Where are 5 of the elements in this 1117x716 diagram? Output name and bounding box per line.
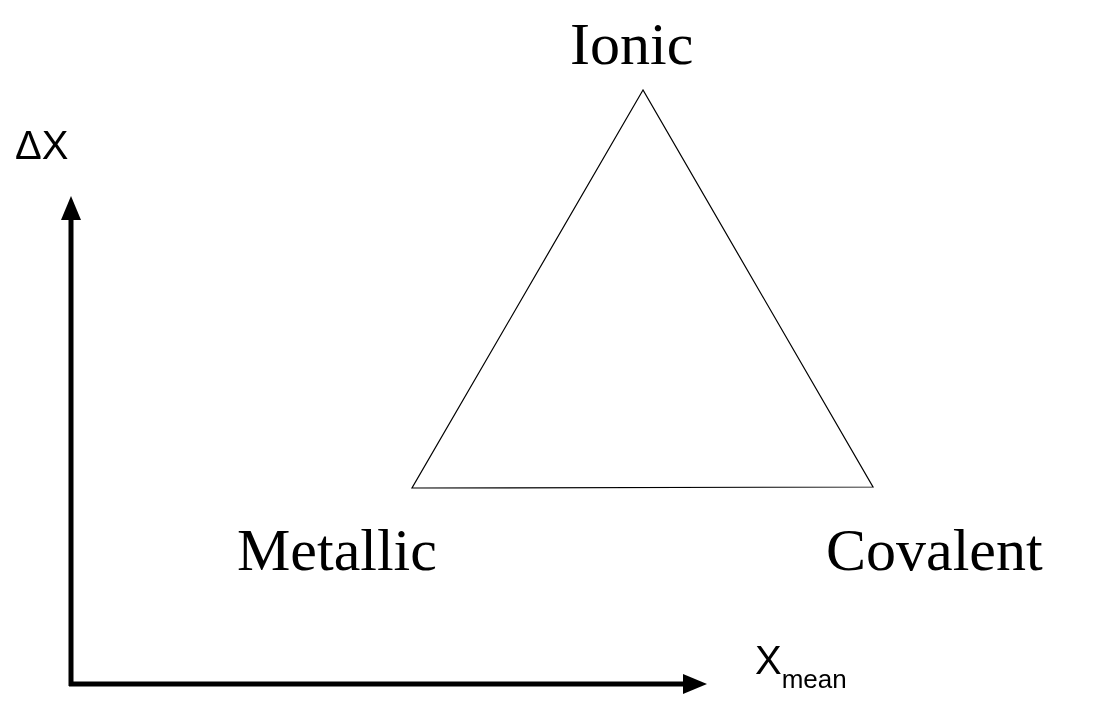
vertex-label: Covalent <box>826 520 1043 580</box>
axis-label: ΔX <box>15 125 69 165</box>
vertex-label: Metallic <box>237 520 437 580</box>
axis-label: X$_{mean}$ <box>755 640 847 692</box>
vertex-label: Ionic <box>570 14 694 74</box>
